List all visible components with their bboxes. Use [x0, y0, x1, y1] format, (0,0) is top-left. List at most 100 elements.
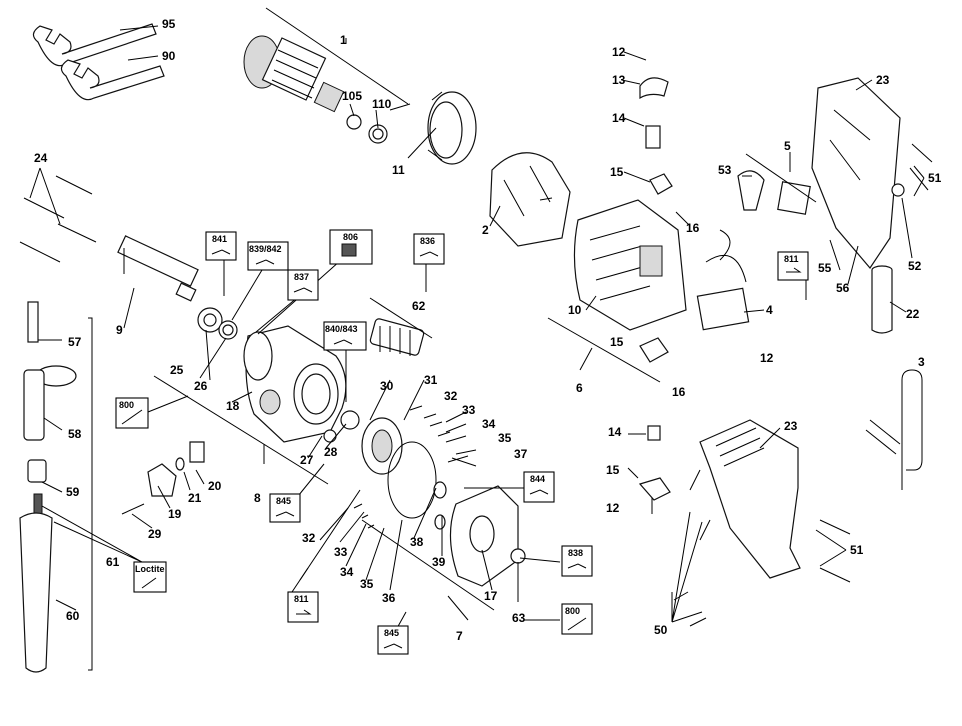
gear-31: [361, 417, 403, 475]
callout-14-top: 14: [612, 111, 626, 125]
callout-21: 21: [188, 491, 202, 505]
handle-half-23-bottom: [699, 419, 801, 579]
callout-62: 62: [412, 299, 426, 313]
callout-12-top: 12: [612, 45, 626, 59]
callout-4: 4: [766, 303, 773, 317]
callout-105: 105: [342, 89, 362, 103]
callout-11: 11: [392, 163, 405, 177]
box-840-843: 840/843: [323, 321, 367, 351]
callout-58: 58: [68, 427, 82, 441]
bearings-25-26: [197, 307, 238, 340]
callout-51-low: 51: [850, 543, 864, 557]
callout-20: 20: [208, 479, 222, 493]
callout-52: 52: [908, 259, 922, 273]
gear-cover-17: [433, 481, 526, 587]
small-screws-32-35: [353, 405, 469, 529]
tube-22: [871, 265, 893, 334]
box-837-label: 837: [294, 272, 309, 282]
box-811-top-label: 811: [784, 254, 799, 264]
cord-clamp-19-21: [121, 441, 205, 515]
box-811-low: 811: [287, 591, 319, 623]
callout-18: 18: [226, 399, 240, 413]
callout-19: 19: [168, 507, 182, 521]
callout-15-top: 15: [610, 165, 624, 179]
callout-12-low: 12: [606, 501, 620, 515]
spindle-9: [117, 235, 199, 302]
switch-4: [696, 229, 750, 331]
callout-23-top: 23: [876, 73, 890, 87]
callout-37: 37: [514, 447, 528, 461]
callout-34-right: 34: [482, 417, 496, 431]
box-845-low: 845: [377, 625, 409, 655]
box-839-842-label: 839/842: [249, 244, 282, 254]
fan-baffle-11: [427, 91, 477, 165]
callout-95: 95: [162, 17, 176, 31]
cord-3: [865, 369, 923, 490]
callout-15-mid: 15: [610, 335, 624, 349]
callout-55: 55: [818, 261, 832, 275]
callout-35-right: 35: [498, 431, 512, 445]
side-handle-58: [23, 301, 77, 441]
box-loctite-label: Loctite: [135, 564, 165, 574]
wrench-90: [60, 59, 165, 101]
bracket-lines: [88, 7, 817, 671]
box-839-842: 839/842: [247, 241, 289, 271]
callout-14-low: 14: [608, 425, 622, 439]
box-811-top: 811: [777, 251, 809, 281]
callout-30: 30: [380, 379, 394, 393]
pinion-62: [369, 318, 425, 356]
handle-half-23-top: [811, 77, 905, 269]
box-838: 838: [561, 545, 593, 577]
callout-34-low: 34: [340, 565, 354, 579]
armature-1: [243, 35, 388, 144]
callout-1: 1: [340, 33, 347, 47]
callout-13: 13: [612, 73, 626, 87]
callout-25: 25: [170, 363, 184, 377]
wrench-95: [32, 23, 157, 67]
callout-28: 28: [324, 445, 338, 459]
callout-29: 29: [148, 527, 162, 541]
motor-housing-10: [573, 199, 687, 331]
callout-32-right: 32: [444, 389, 458, 403]
gasket-36: [387, 441, 437, 519]
callout-57: 57: [68, 335, 82, 349]
callout-31: 31: [424, 373, 438, 387]
callout-63: 63: [512, 611, 526, 625]
callout-32-low: 32: [302, 531, 316, 545]
callout-16-top: 16: [686, 221, 700, 235]
callout-5: 5: [784, 139, 791, 153]
box-800-right-label: 800: [565, 606, 580, 616]
gear-housing-18: [243, 325, 347, 443]
handle-60: [19, 459, 53, 673]
box-800-left: 800: [115, 397, 149, 429]
brush-parts-lower: [638, 425, 671, 501]
callout-110: 110: [372, 97, 392, 111]
box-845-mid: 845: [269, 493, 301, 523]
callout-24: 24: [34, 151, 48, 165]
callout-90: 90: [162, 49, 176, 63]
screws-24-51-50: [19, 143, 933, 627]
callout-labels: 95 90 1 105 110 11 12 13 14 15 16 2 10 4…: [34, 17, 942, 643]
callout-33-right: 33: [462, 403, 476, 417]
reference-boxes: 841 839/842 837 806 836 840/843: [115, 229, 809, 655]
callout-3: 3: [918, 355, 925, 369]
callout-15-low: 15: [606, 463, 620, 477]
callout-50: 50: [654, 623, 668, 637]
callout-2: 2: [482, 223, 489, 237]
callout-39: 39: [432, 555, 446, 569]
callout-16-mid: 16: [672, 385, 686, 399]
box-837: 837: [287, 269, 319, 301]
switch-trigger-53-5: [737, 170, 811, 215]
callout-61: 61: [106, 555, 120, 569]
box-811-low-label: 811: [294, 594, 309, 604]
brush-parts-13-16: [639, 77, 673, 363]
callout-35-low: 35: [360, 577, 374, 591]
box-806: 806: [329, 229, 373, 265]
leader-lines: [29, 25, 925, 631]
box-841-label: 841: [212, 234, 227, 244]
callout-23-low: 23: [784, 419, 798, 433]
callout-12-mid: 12: [760, 351, 774, 365]
callout-38: 38: [410, 535, 424, 549]
callout-7: 7: [456, 629, 463, 643]
